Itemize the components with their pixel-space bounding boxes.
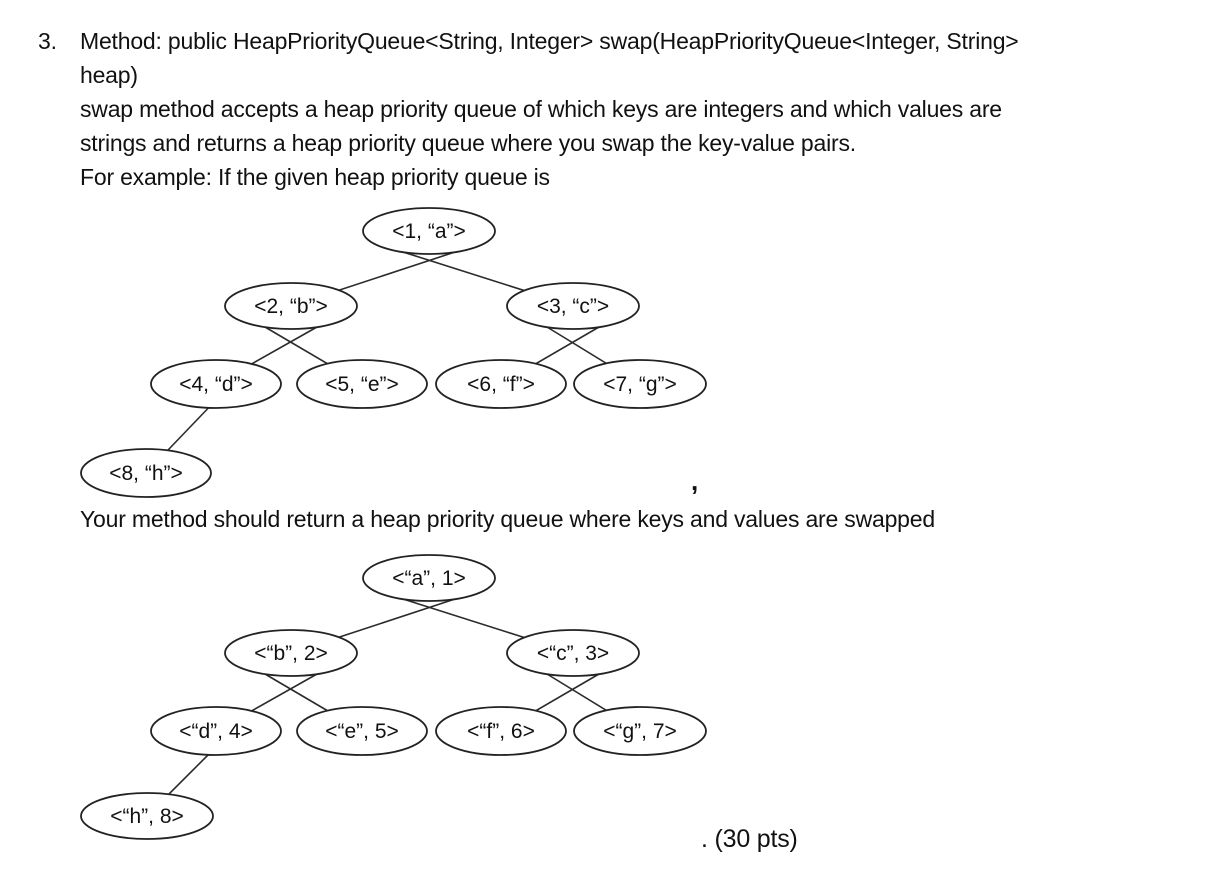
tree-node-label: <7, “g”> (603, 373, 677, 396)
tree-node (362, 207, 496, 255)
tree-node-label: <“d”, 4> (179, 720, 253, 743)
tree-node (224, 282, 358, 330)
heap-tree-before: <1, “a”> <2, “b”> <3, “c”> <4, “d”> <5, “e”>… (80, 207, 707, 498)
points-label: . (30 pts) (701, 825, 798, 853)
stray-comma: , (691, 466, 699, 496)
tree-node-label: <4, “d”> (179, 373, 253, 396)
tree-node (296, 359, 428, 409)
return-description: Your method should return a heap priorit… (80, 506, 935, 532)
tree-node (573, 706, 707, 756)
tree-node-label: <“e”, 5> (325, 720, 399, 743)
tree-node-label: <“h”, 8> (110, 805, 184, 828)
tree-node (150, 706, 282, 756)
heap-tree-after: <“a”, 1> <“b”, 2> <“c”, 3> <“d”, 4> <“e”, 5>… (80, 554, 707, 840)
tree-node (506, 282, 640, 330)
tree-node-label: <“a”, 1> (392, 567, 466, 590)
tree-node-label: <“b”, 2> (254, 642, 328, 665)
question-number: 3. (38, 28, 57, 54)
tree-node (573, 359, 707, 409)
statement-line-3: swap method accepts a heap priority queu… (80, 96, 1002, 122)
tree-node (80, 448, 212, 498)
tree-node-label: <“c”, 3> (537, 642, 609, 665)
statement-line-2: heap) (80, 62, 138, 88)
tree-node (296, 706, 428, 756)
tree-node (362, 554, 496, 602)
statement-line-4: strings and returns a heap priority queu… (80, 130, 856, 156)
statement-line-1: Method: public HeapPriorityQueue<String,… (80, 28, 1019, 54)
tree-node-label: <6, “f”> (467, 373, 535, 396)
problem-statement: Method: public HeapPriorityQueue<String,… (80, 24, 1019, 194)
tree-node-label: <“f”, 6> (467, 720, 535, 743)
tree-node-label: <5, “e”> (325, 373, 399, 396)
tree-node-label: <“g”, 7> (603, 720, 677, 743)
tree-node-label: <8, “h”> (109, 462, 183, 485)
statement-line-5: For example: If the given heap priority … (80, 164, 550, 190)
tree-node-label: <2, “b”> (254, 295, 328, 318)
tree-node (80, 792, 214, 840)
tree-node-label: <1, “a”> (392, 220, 466, 243)
tree-node (506, 629, 640, 677)
tree-node-label: <3, “c”> (537, 295, 609, 318)
tree-node (150, 359, 282, 409)
tree-node (435, 359, 567, 409)
tree-node (224, 629, 358, 677)
tree-node (435, 706, 567, 756)
